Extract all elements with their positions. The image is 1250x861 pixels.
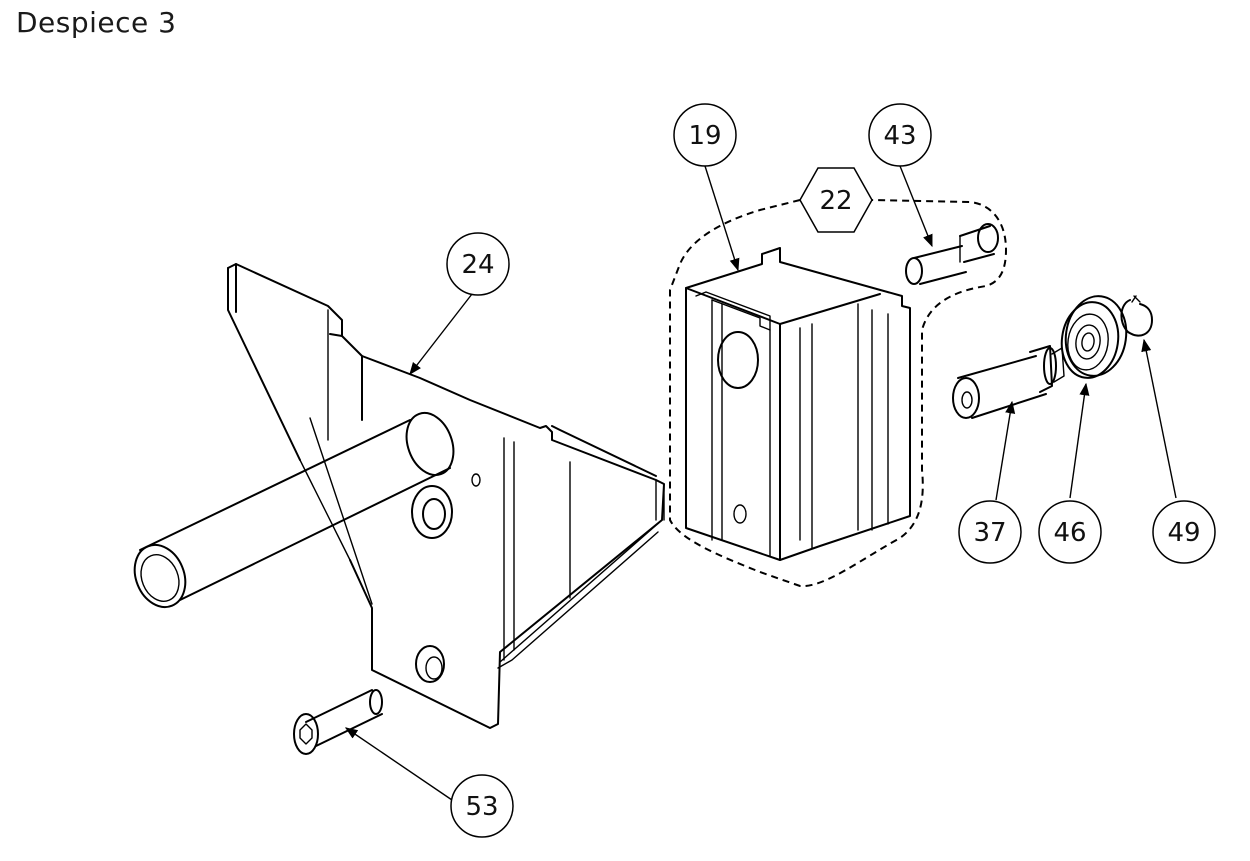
assembly-22-boundary <box>669 199 1008 588</box>
balloon-19: 19 <box>673 103 737 167</box>
svg-text:22: 22 <box>819 186 852 216</box>
svg-text:53: 53 <box>465 792 498 822</box>
drawing-title: Despiece 3 <box>16 6 177 39</box>
balloon-22-hexagon: 22 <box>799 167 873 233</box>
part-24-bracket <box>133 263 665 729</box>
svg-text:19: 19 <box>688 121 721 151</box>
part-49-snap-ring <box>1120 295 1153 337</box>
svg-text:24: 24 <box>461 250 494 280</box>
balloon-49: 49 <box>1152 500 1216 564</box>
part-37-pin <box>952 345 1065 419</box>
svg-text:49: 49 <box>1167 518 1200 548</box>
svg-text:37: 37 <box>973 518 1006 548</box>
svg-text:43: 43 <box>883 121 916 151</box>
balloon-37: 37 <box>958 500 1022 564</box>
svg-text:46: 46 <box>1053 518 1086 548</box>
part-46-bearing <box>1060 295 1128 379</box>
part-19-block <box>685 247 911 561</box>
balloon-43: 43 <box>868 103 932 167</box>
balloon-53: 53 <box>450 774 514 838</box>
leader-lines <box>344 165 1177 801</box>
balloon-46: 46 <box>1038 500 1102 564</box>
part-43-screw <box>905 223 999 285</box>
balloon-24: 24 <box>446 232 510 296</box>
part-53-screw <box>293 689 383 755</box>
